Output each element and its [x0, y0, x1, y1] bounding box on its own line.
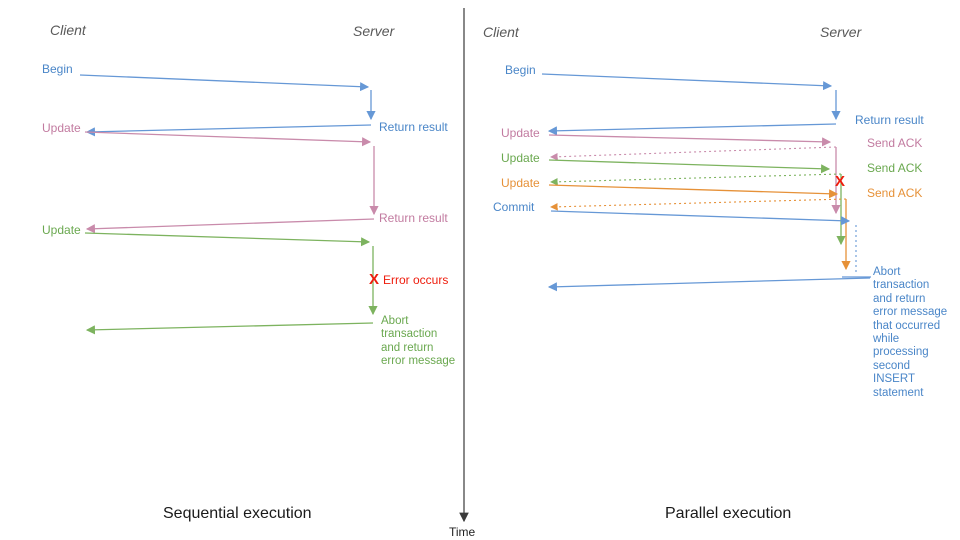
par-send-ack-2-label: Send ACK: [867, 161, 923, 175]
par-begin-label: Begin: [505, 63, 536, 77]
par-error-x-icon: X: [835, 173, 846, 190]
par-server-header: Server: [820, 24, 862, 40]
par-commit-label: Commit: [493, 200, 535, 214]
seq-update2-request-arrow: [84, 232, 371, 247]
seq-update-2-label: Update: [42, 223, 81, 237]
par-return-result-label: Return result: [855, 113, 924, 127]
seq-abort-message: Abort transaction and return error messa…: [381, 315, 456, 368]
seq-return-result-2-label: Return result: [379, 211, 448, 225]
par-update-2-label: Update: [501, 151, 540, 165]
par-ack2-dotted-arrow: [550, 173, 842, 186]
seq-return2-arrow: [85, 218, 375, 234]
par-begin-request-arrow: [541, 73, 833, 91]
time-axis-label: Time: [449, 525, 476, 539]
seq-client-header: Client: [50, 22, 86, 38]
par-update-1-label: Update: [501, 126, 540, 140]
par-client-header: Client: [483, 24, 519, 40]
par-ack1-dotted-arrow: [550, 146, 837, 161]
par-update2-request-arrow: [548, 159, 831, 174]
par-send-ack-3-label: Send ACK: [867, 186, 923, 200]
par-ack3-dotted-arrow: [550, 198, 847, 211]
par-update1-request-arrow: [548, 134, 832, 147]
seq-caption: Sequential execution: [163, 505, 312, 522]
par-abort-message: Abort transaction and return error messa…: [873, 266, 948, 399]
seq-update1-request-arrow: [84, 131, 372, 147]
par-abort-return-arrow: [547, 277, 871, 292]
seq-abort-return-arrow: [85, 322, 374, 335]
seq-return-result-1-label: Return result: [379, 120, 448, 134]
seq-begin-label: Begin: [42, 62, 73, 76]
seq-server-header: Server: [353, 23, 395, 39]
seq-return1-arrow: [85, 124, 372, 137]
par-commit-request-arrow: [550, 210, 851, 226]
seq-update-1-label: Update: [42, 121, 81, 135]
par-send-ack-1-label: Send ACK: [867, 136, 923, 150]
seq-begin-request-arrow: [79, 74, 370, 92]
par-update3-request-arrow: [548, 184, 839, 199]
seq-error-occurs-label: Error occurs: [383, 273, 449, 287]
seq-error-x-icon: X: [369, 271, 380, 288]
par-return-arrow: [547, 123, 837, 136]
par-caption: Parallel execution: [665, 505, 792, 522]
par-update-3-label: Update: [501, 176, 540, 190]
